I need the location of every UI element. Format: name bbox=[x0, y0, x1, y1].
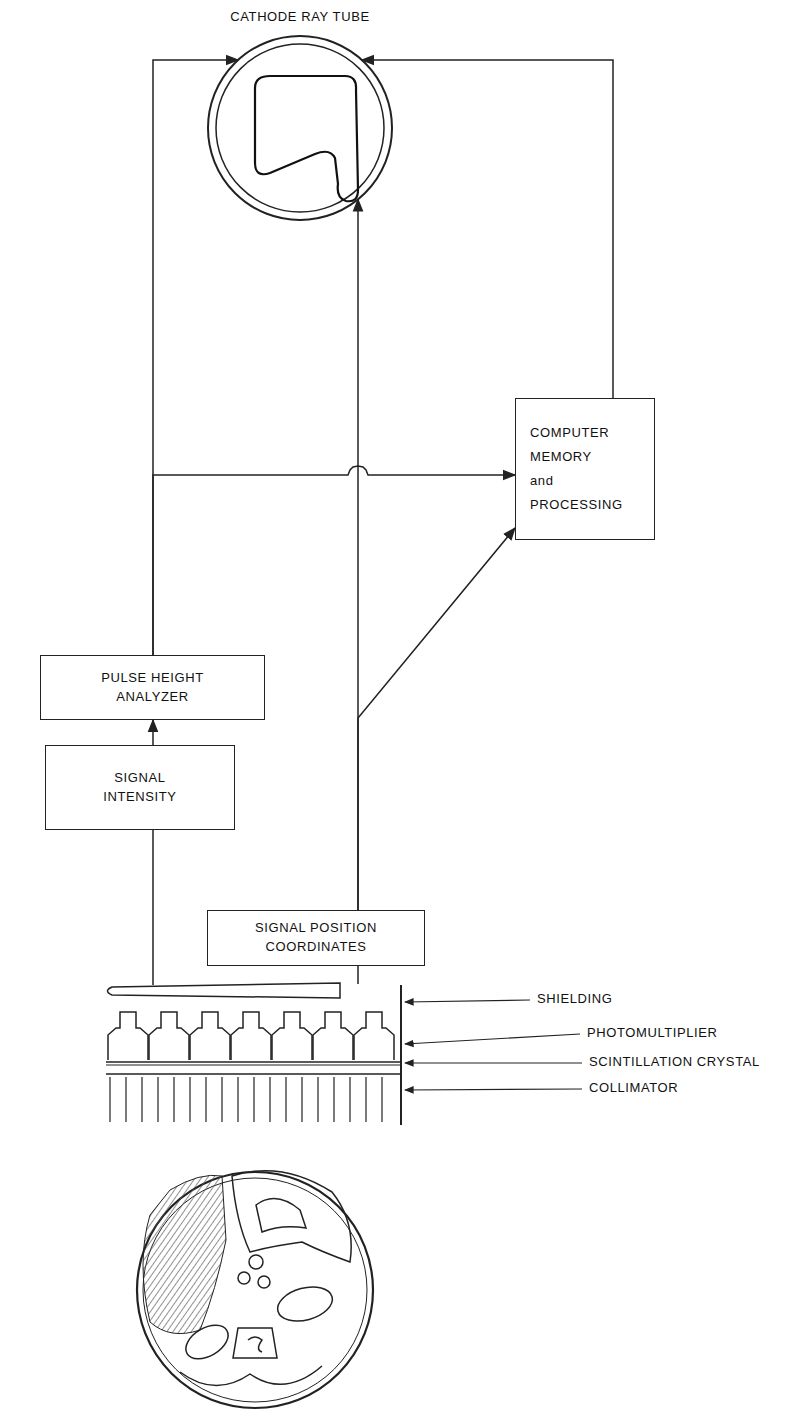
collimator-septum bbox=[381, 1077, 382, 1122]
collimator-septum bbox=[301, 1077, 302, 1122]
box-label: COMPUTER MEMORY and PROCESSING bbox=[530, 421, 630, 517]
leader-line bbox=[405, 1089, 582, 1090]
position-wire bbox=[357, 963, 359, 984]
body-cross-section bbox=[137, 1171, 373, 1408]
organ-image bbox=[255, 76, 358, 201]
leader-line bbox=[405, 1062, 582, 1063]
intensity-wire bbox=[152, 828, 154, 985]
process-box: SIGNAL INTENSITY bbox=[45, 745, 235, 830]
device-heading: CATHODE RAY TUBE bbox=[230, 8, 369, 27]
collimator-septum bbox=[109, 1077, 110, 1122]
photomultiplier-tube bbox=[354, 1012, 394, 1060]
collimator-septum bbox=[269, 1077, 270, 1122]
part-label: COLLIMATOR bbox=[587, 1080, 680, 1095]
part-label: PHOTOMULTIPLIER bbox=[585, 1025, 720, 1040]
collimator-septum bbox=[333, 1077, 334, 1122]
collimator-septum bbox=[349, 1077, 350, 1122]
collimator-septum bbox=[189, 1077, 190, 1122]
box-label: SIGNAL POSITION COORDINATES bbox=[251, 919, 381, 957]
crt-screen bbox=[200, 6, 400, 228]
process-box: PULSE HEIGHT ANALYZER bbox=[40, 655, 265, 720]
box-label: SIGNAL INTENSITY bbox=[100, 769, 180, 807]
photomultiplier-tube bbox=[272, 1012, 312, 1060]
leader-line bbox=[405, 1000, 530, 1002]
photomultiplier-tube bbox=[108, 1012, 148, 1060]
collimator-septum bbox=[285, 1077, 286, 1122]
collimator-septum bbox=[317, 1077, 318, 1122]
leader-line bbox=[405, 1034, 580, 1044]
signal-line bbox=[362, 60, 613, 398]
photomultiplier-tube bbox=[149, 1012, 189, 1060]
collimator-septum bbox=[205, 1077, 206, 1122]
photomultiplier-tube bbox=[313, 1012, 353, 1060]
collimator-top bbox=[106, 1073, 400, 1075]
part-label: SCINTILLATION CRYSTAL bbox=[587, 1054, 762, 1069]
collimator-septum bbox=[237, 1077, 238, 1122]
signal-line bbox=[152, 720, 154, 745]
collimator-septa bbox=[110, 1077, 382, 1122]
collimator-septum bbox=[157, 1077, 158, 1122]
photomultiplier-tube bbox=[190, 1012, 230, 1060]
scintillation-crystal bbox=[106, 1061, 400, 1063]
box-label: PULSE HEIGHT ANALYZER bbox=[88, 669, 218, 707]
signal-line bbox=[153, 466, 515, 655]
collimator-septum bbox=[365, 1077, 366, 1122]
signal-line bbox=[153, 60, 238, 655]
collimator-septum bbox=[253, 1077, 254, 1122]
part-label: SHIELDING bbox=[535, 991, 614, 1006]
photomultiplier-tubes bbox=[108, 1012, 394, 1060]
shielding bbox=[400, 985, 402, 1125]
cathode-ray-tube: CATHODE RAY TUBE bbox=[200, 6, 400, 228]
collimator-septum bbox=[221, 1077, 222, 1122]
light-guide bbox=[108, 983, 341, 998]
photomultiplier-tube bbox=[231, 1012, 271, 1060]
signal-line bbox=[358, 528, 515, 910]
process-box: COMPUTER MEMORY and PROCESSING bbox=[515, 398, 655, 540]
collimator-septum bbox=[173, 1077, 174, 1122]
collimator-septum bbox=[125, 1077, 126, 1122]
process-box: SIGNAL POSITION COORDINATES bbox=[207, 910, 425, 966]
collimator-septum bbox=[141, 1077, 142, 1122]
scintillation-crystal-edge bbox=[106, 1065, 400, 1066]
